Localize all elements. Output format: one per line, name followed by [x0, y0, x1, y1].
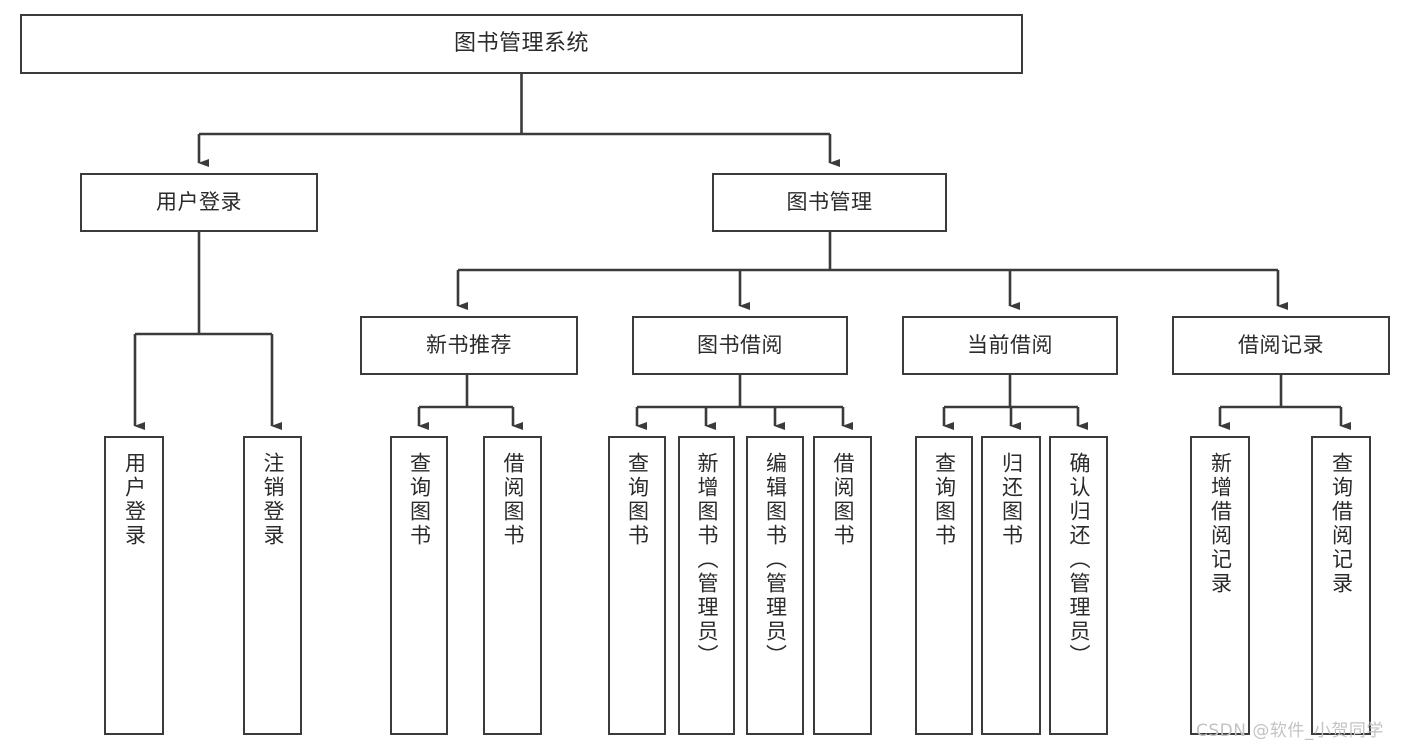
node-label: 查询图书 [932, 452, 957, 548]
node-label: 借阅图书 [501, 452, 525, 548]
node-label: 图书借阅 [697, 333, 783, 358]
node-leaf-query-book-borrow[interactable]: 查询图书 [608, 436, 666, 735]
node-book-borrow[interactable]: 图书借阅 [632, 316, 848, 375]
node-leaf-add-borrow-record[interactable]: 新增借阅记录 [1190, 436, 1250, 735]
node-root-book-management-system[interactable]: 图书管理系统 [20, 14, 1023, 74]
node-label: 用户登录 [122, 452, 147, 548]
node-leaf-user-login[interactable]: 用户登录 [104, 436, 164, 735]
node-label: 新增借阅记录 [1208, 452, 1233, 596]
node-label: 查询借阅记录 [1329, 452, 1354, 596]
node-leaf-borrow-book-recommend[interactable]: 借阅图书 [483, 436, 542, 735]
node-leaf-query-borrow-record[interactable]: 查询借阅记录 [1311, 436, 1371, 735]
node-leaf-query-book-recommend[interactable]: 查询图书 [390, 436, 448, 735]
node-leaf-logout[interactable]: 注销登录 [243, 436, 302, 735]
node-label: 确认归还（管理员） [1067, 452, 1091, 668]
node-user-login[interactable]: 用户登录 [80, 173, 318, 232]
node-label: 借阅记录 [1238, 333, 1324, 358]
node-leaf-return-book[interactable]: 归还图书 [981, 436, 1041, 735]
node-label: 借阅图书 [831, 452, 855, 548]
node-leaf-query-book-current[interactable]: 查询图书 [915, 436, 973, 735]
node-book-manage[interactable]: 图书管理 [712, 173, 947, 232]
csdn-watermark: CSDN @软件_小贺同学 [1196, 721, 1384, 741]
node-leaf-add-book[interactable]: 新增图书（管理员） [678, 436, 735, 735]
node-label: 注销登录 [261, 452, 285, 548]
node-leaf-confirm-return[interactable]: 确认归还（管理员） [1049, 436, 1108, 735]
node-leaf-edit-book[interactable]: 编辑图书（管理员） [746, 436, 804, 735]
node-label: 当前借阅 [967, 333, 1053, 358]
node-label: 用户登录 [156, 190, 242, 215]
node-label: 查询图书 [625, 452, 650, 548]
node-label: 编辑图书（管理员） [763, 452, 788, 668]
node-borrow-record[interactable]: 借阅记录 [1172, 316, 1390, 375]
node-current-borrow[interactable]: 当前借阅 [902, 316, 1118, 375]
node-label: 图书管理 [786, 190, 873, 215]
node-label: 新书推荐 [426, 333, 512, 358]
node-label: 查询图书 [407, 452, 432, 548]
node-label: 图书管理系统 [453, 31, 589, 57]
node-leaf-borrow-book[interactable]: 借阅图书 [813, 436, 872, 735]
node-new-book-recommend[interactable]: 新书推荐 [360, 316, 578, 375]
node-label: 归还图书 [999, 452, 1024, 548]
node-label: 新增图书（管理员） [695, 452, 719, 668]
